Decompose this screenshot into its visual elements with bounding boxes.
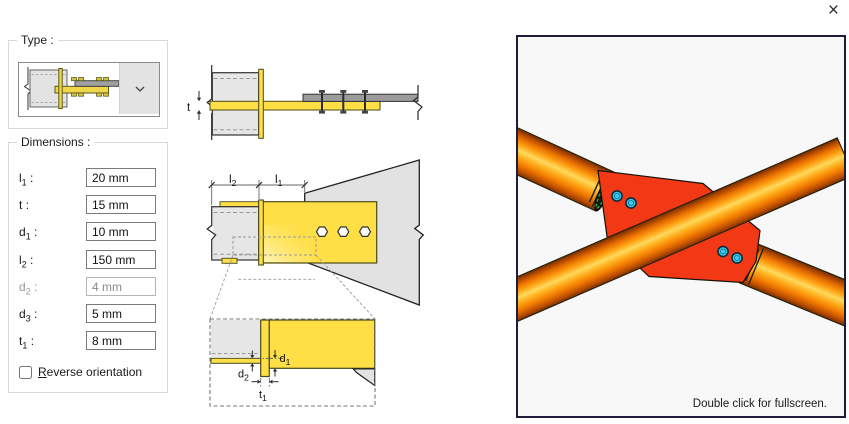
dim-row-l2: l2 : (9, 250, 167, 270)
dim-lines-l2-l1 (208, 180, 309, 205)
end-plate-detail (260, 319, 270, 378)
dropdown-button[interactable] (119, 63, 159, 114)
dim-label-l1-drawing: l1 (275, 172, 283, 188)
bolt-3d (717, 245, 729, 258)
thumbnail-bolts (71, 77, 109, 97)
gusset-edge-above-tube (219, 201, 260, 208)
column-tube-plan (211, 206, 260, 261)
dim-input-t1[interactable] (86, 331, 156, 350)
column-tube-detail (211, 320, 263, 357)
reverse-orientation-label[interactable]: Reverse orientation (38, 365, 143, 379)
end-plate-side (258, 68, 264, 139)
side-view-drawing: t (187, 65, 423, 140)
dim-row-d3: d3 : (9, 304, 167, 324)
type-groupbox: Type : (8, 33, 168, 129)
dim-input-l2[interactable] (86, 250, 156, 269)
dim-label-d1-drawing: d1 (280, 353, 291, 367)
type-group-title: Type : (17, 33, 58, 47)
gusset-edge-below-tube (221, 257, 238, 264)
connection-type-thumbnail-drawing (23, 67, 120, 110)
dim-label-t1-drawing: t1 (259, 389, 267, 403)
preview-caption: Double click for fullscreen. (692, 398, 827, 410)
dim-label-d2: d2 : (19, 280, 38, 297)
weld-strip-detail (210, 357, 262, 364)
detail-view-border (209, 318, 376, 407)
dim-label-t-drawing: t (187, 102, 191, 114)
dim-label-t1: t1 : (19, 334, 35, 351)
dim-label-t: t : (19, 198, 30, 212)
dim-input-t[interactable] (86, 195, 156, 214)
dim-row-t: t : (9, 195, 167, 215)
end-plate-plan (258, 199, 264, 266)
bolt-3d (731, 252, 743, 264)
dim-t1: t1 (251, 378, 279, 403)
bolt-3d (625, 197, 637, 209)
dim-row-d2: d2 : (9, 277, 167, 297)
dimensions-groupbox: Dimensions : l1 : t : d1 : l2 : d2 : d3 … (8, 135, 168, 393)
dim-input-d3[interactable] (86, 304, 156, 323)
connection-type-thumbnail (19, 63, 120, 114)
preview-3d-scene (518, 123, 844, 330)
dim-d2: d2 (238, 350, 255, 383)
bolt-3d (611, 190, 623, 202)
connection-type-dropdown[interactable] (18, 62, 160, 117)
dim-label-l1: l1 : (19, 171, 34, 188)
splice-plate-side (302, 93, 419, 102)
dim-input-d2 (86, 277, 156, 296)
dim-label-l2: l2 : (19, 253, 34, 270)
dim-input-l1[interactable] (86, 168, 156, 187)
connection-technical-drawing: t l2 l1 (187, 65, 425, 407)
bolts-3d (611, 190, 743, 264)
member-break-line (412, 85, 423, 120)
reverse-orientation-checkbox[interactable] (19, 365, 32, 379)
close-icon[interactable]: × (827, 0, 839, 21)
tube-break-line (206, 225, 217, 240)
bolts-side (319, 90, 368, 114)
plan-view-drawing: l2 l1 (206, 159, 425, 320)
detail-callout-box (232, 236, 317, 256)
preview-3d-viewport[interactable]: Double click for fullscreen. (516, 35, 846, 418)
dim-d1: d1 (253, 350, 291, 377)
dim-row-l1: l1 : (9, 168, 167, 188)
gusset-highlight (263, 225, 312, 262)
dim-row-t1: t1 : (9, 331, 167, 351)
chevron-down-icon (135, 86, 145, 92)
dimensions-group-title: Dimensions : (17, 135, 95, 149)
detail-view-drawing: d1 d2 t1 (209, 318, 376, 407)
gusset-plate-side (209, 100, 381, 111)
dim-row-d1: d1 : (9, 222, 167, 242)
bolt-holes (315, 226, 372, 237)
continuous-tube (518, 137, 844, 325)
dim-label-l2-drawing: l2 (229, 172, 237, 188)
dim-input-d1[interactable] (86, 222, 156, 241)
gusset-plate-detail (268, 319, 376, 369)
dim-label-d2-drawing: d2 (238, 369, 249, 383)
dim-label-d3: d3 : (19, 307, 38, 324)
dim-label-d1: d1 : (19, 225, 38, 242)
dim-t: t (187, 91, 202, 120)
reverse-orientation-row: Reverse orientation (19, 364, 142, 380)
